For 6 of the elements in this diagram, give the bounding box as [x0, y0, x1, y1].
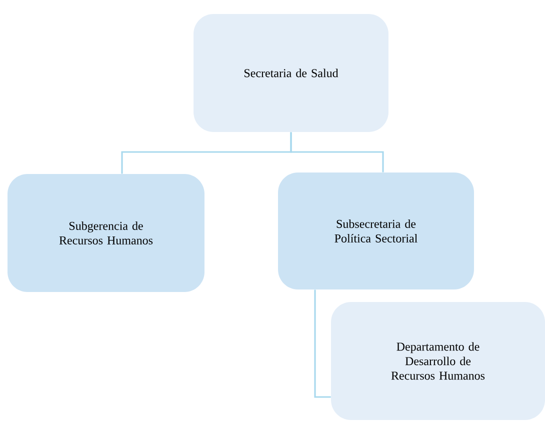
org-box: Subsecretaria de Política Sectorial	[278, 172, 474, 290]
org-box: Subgerencia de Recursos Humanos	[8, 174, 204, 292]
org-box: Departamento de Desarrollo de Recursos Humanos	[331, 302, 545, 420]
org-box: Secretaria de Salud	[194, 14, 388, 132]
connector-line	[290, 132, 384, 172]
connector-line	[314, 290, 331, 398]
